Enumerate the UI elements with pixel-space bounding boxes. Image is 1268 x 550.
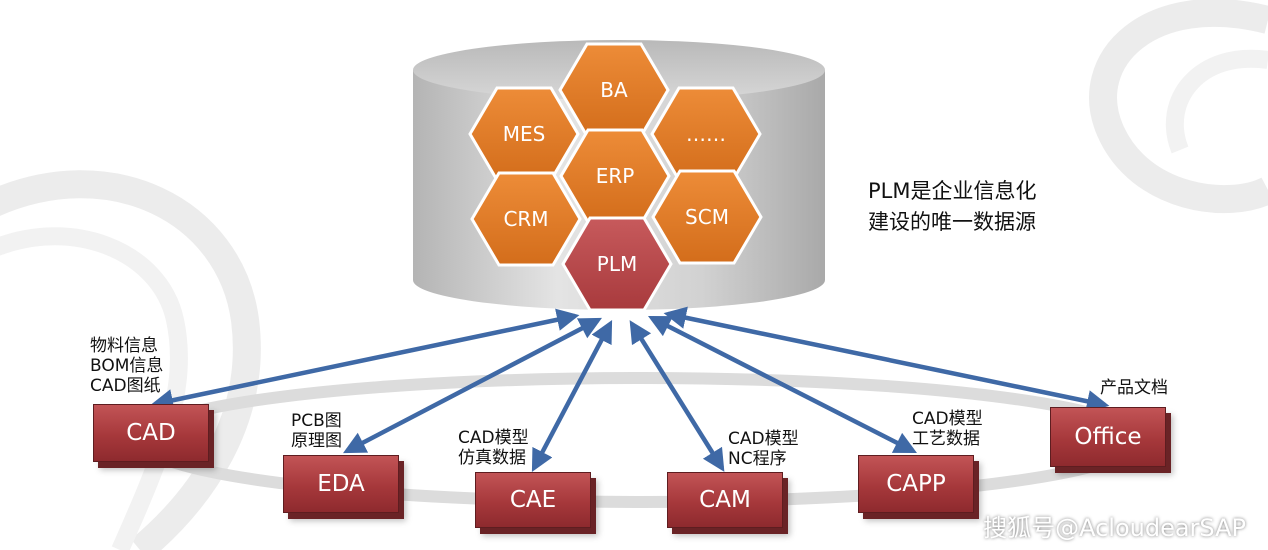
data-label-cam: CAD模型 NC程序 bbox=[728, 429, 799, 469]
hexagon-label: ERP bbox=[596, 164, 635, 188]
hexagon-label: …… bbox=[686, 122, 726, 146]
hexagon-label: BA bbox=[600, 78, 628, 102]
hexagon-cluster: BA MES …… ERP CRM SCM PLM bbox=[468, 42, 763, 312]
hexagon-plm: PLM bbox=[561, 216, 673, 312]
data-label-cad: 物料信息 BOM信息 CAD图纸 bbox=[90, 336, 163, 396]
tagline: PLM是企业信息化 建设的唯一数据源 bbox=[868, 176, 1036, 238]
tagline-line-1: PLM是企业信息化 bbox=[868, 179, 1037, 203]
hexagon-label: CRM bbox=[503, 207, 548, 231]
hexagon-shape bbox=[470, 171, 582, 267]
data-line: 物料信息 bbox=[90, 336, 158, 356]
hexagon-shape bbox=[651, 169, 763, 265]
system-box-cad: CAD bbox=[93, 404, 209, 462]
hexagon-label: SCM bbox=[685, 205, 729, 229]
data-label-cae: CAD模型 仿真数据 bbox=[458, 428, 529, 468]
data-label-office: 产品文档 bbox=[1100, 378, 1168, 398]
data-line: CAD图纸 bbox=[90, 376, 161, 396]
data-line: 原理图 bbox=[291, 431, 342, 451]
hexagon-shape bbox=[561, 216, 673, 312]
data-line: BOM信息 bbox=[90, 356, 164, 376]
arrow-plm-office bbox=[663, 306, 1110, 413]
background-swoosh-right bbox=[1089, 0, 1268, 214]
data-line: NC程序 bbox=[728, 449, 787, 469]
hexagon-crm: CRM bbox=[470, 171, 582, 267]
hexagon-label: MES bbox=[503, 122, 546, 146]
watermark: 搜狐号@AcloudearSAP bbox=[983, 514, 1246, 542]
system-box-cae: CAE bbox=[475, 472, 591, 528]
system-box-capp: CAPP bbox=[858, 455, 974, 513]
arrow-plm-cae bbox=[531, 320, 613, 472]
data-line: 工艺数据 bbox=[912, 429, 980, 449]
hexagon-label: PLM bbox=[597, 252, 637, 276]
data-line: CAD模型 bbox=[912, 409, 983, 429]
hexagon-scm: SCM bbox=[651, 169, 763, 265]
data-line: CAD模型 bbox=[458, 428, 529, 448]
system-box-cam: CAM bbox=[667, 472, 783, 528]
hexagon-dots: …… bbox=[650, 86, 762, 182]
tagline-line-2: 建设的唯一数据源 bbox=[868, 210, 1036, 234]
data-line: 仿真数据 bbox=[458, 448, 526, 468]
data-label-eda: PCB图 原理图 bbox=[291, 411, 342, 451]
data-line: PCB图 bbox=[291, 411, 342, 431]
arrow-group bbox=[150, 306, 1110, 472]
data-line: 产品文档 bbox=[1100, 378, 1168, 398]
data-line: CAD模型 bbox=[728, 429, 799, 449]
hexagon-ba: BA bbox=[558, 42, 670, 138]
data-label-capp: CAD模型 工艺数据 bbox=[912, 409, 983, 449]
system-box-office: Office bbox=[1050, 407, 1166, 467]
system-box-eda: EDA bbox=[283, 455, 399, 513]
